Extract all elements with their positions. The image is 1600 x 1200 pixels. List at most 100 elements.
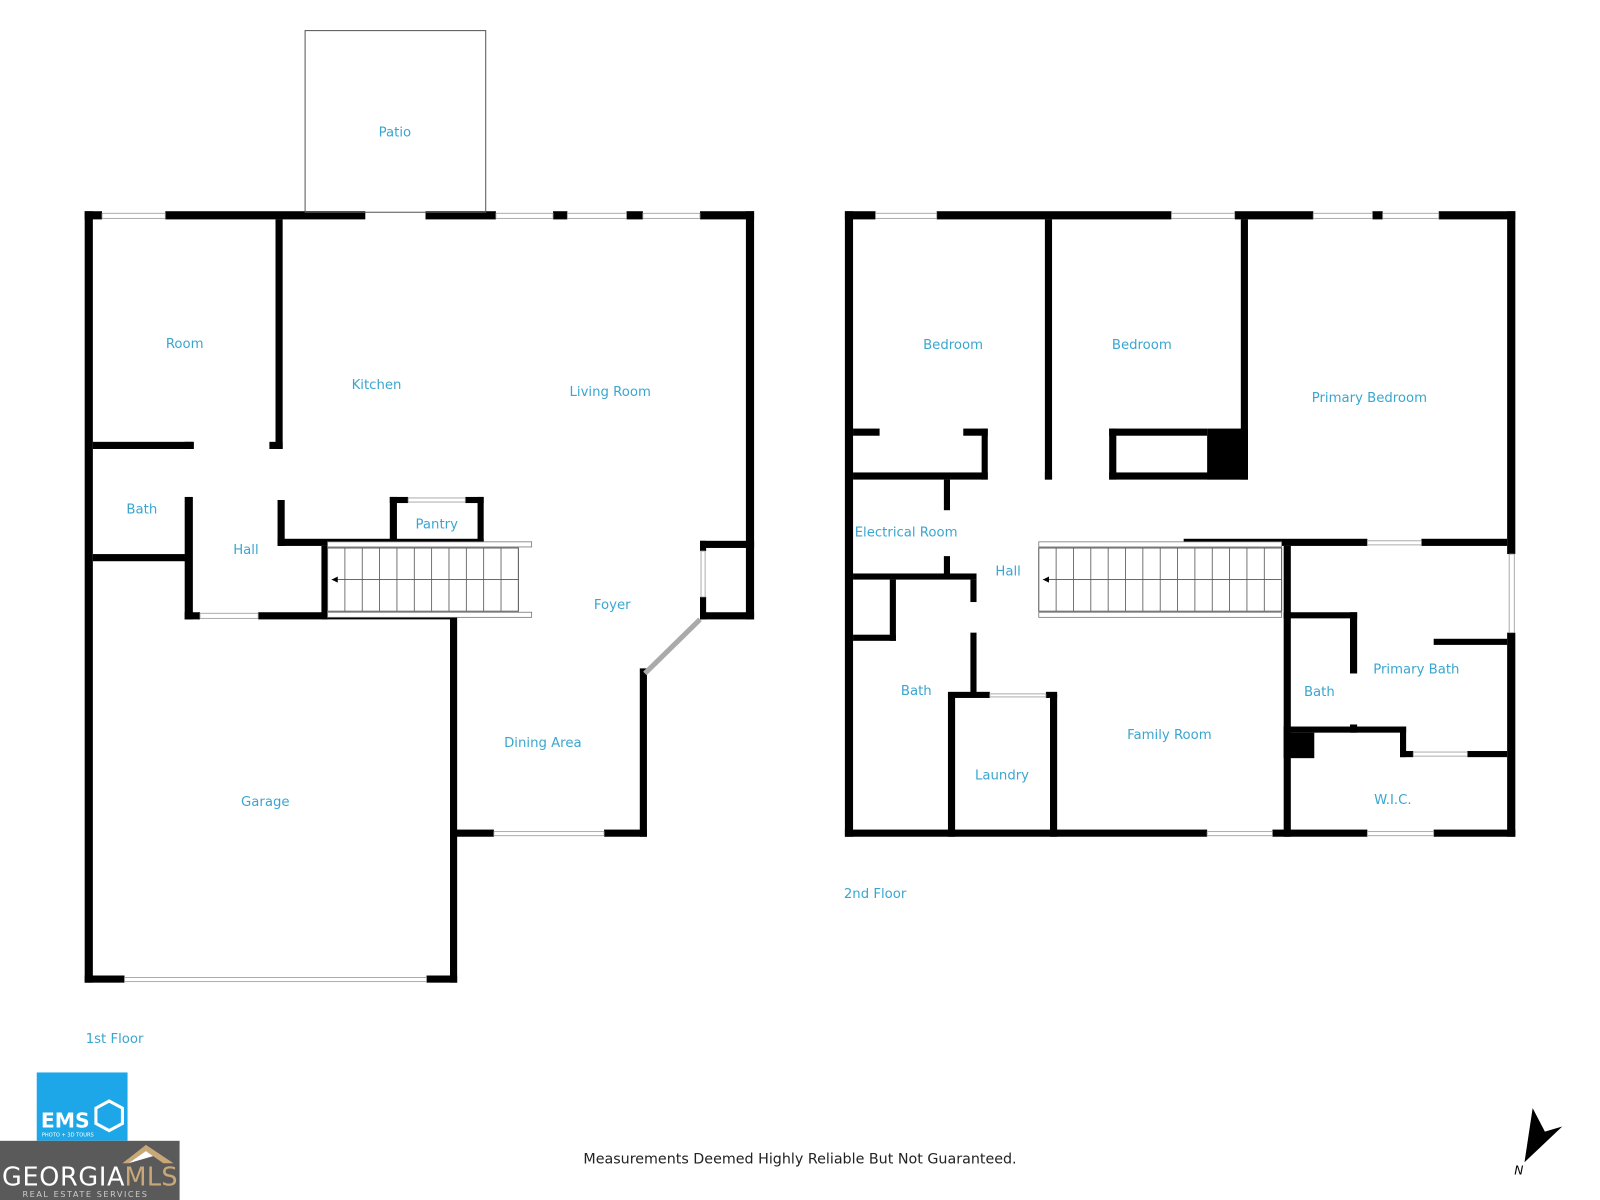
wall [604,829,647,837]
wall [1400,751,1414,758]
wall [936,211,1172,220]
compass-label: N [1514,1163,1523,1177]
window [1206,831,1273,837]
window [1171,212,1236,219]
window [566,212,627,219]
wall [1109,428,1117,480]
wall [947,693,956,837]
ems-logo: EMS PHOTO + 3D TOURS [36,1072,128,1141]
wall [92,554,192,562]
ems-logo-text: EMS [41,1109,90,1133]
room-label-garage: Garage [241,795,290,810]
wall [853,472,988,480]
wall [321,545,328,620]
wall [963,428,988,436]
wall [1234,211,1314,220]
room-label-dining-area: Dining Area [504,736,581,751]
wall [465,496,484,504]
entry-door [643,617,702,676]
room-label-kitchen: Kitchen [352,378,402,393]
wall [626,211,643,220]
floor1-labels: Patio Room Kitchen Living Room Bath Hall… [126,126,650,810]
window [495,212,554,219]
window [875,212,938,219]
wall [853,634,896,641]
room-label-wic: W.I.C. [1374,793,1411,808]
room-label-hall: Hall [233,543,258,558]
mls-logo-text-b: MLS [124,1163,177,1193]
window [1412,751,1468,757]
room-label-living-room: Living Room [570,385,651,400]
wall [92,441,194,449]
wall [700,596,707,620]
wall [1433,638,1508,645]
wall [1240,219,1248,480]
wall [84,211,93,983]
room-label-bath: Bath [126,502,157,517]
wall [1372,211,1383,220]
patio-outline [304,30,487,213]
wall [1109,428,1208,436]
room-label-hall: Hall [995,565,1020,580]
wall [269,441,283,449]
wall [1050,693,1058,837]
wall [745,211,755,620]
wall [853,428,880,436]
wall [700,540,755,548]
window [199,612,259,619]
wall [84,211,103,220]
floor2-title: 2nd Floor [844,887,907,902]
wall [970,632,977,694]
room-label-room: Room [166,337,204,352]
window [407,497,466,503]
room-label-bath: Bath [1304,685,1335,700]
wall [1438,211,1516,220]
window [1312,212,1373,219]
wall [700,612,755,620]
room-label-primary-bath: Primary Bath [1373,662,1459,677]
mls-logo-text-a: GEORGIA [2,1163,125,1193]
wall [1044,219,1053,480]
wall [1207,428,1248,480]
room-label-foyer: Foyer [594,598,631,613]
georgia-mls-logo: GEORGIA MLS REAL ESTATE SERVICES [0,1140,180,1200]
wall [184,441,193,449]
wall [477,496,484,546]
room-label-family-room: Family Room [1127,728,1212,743]
floor2-labels: Bedroom Bedroom Primary Bedroom Electric… [855,338,1460,808]
wall [450,829,494,837]
wall [844,829,1208,837]
room-label-laundry: Laundry [975,769,1029,784]
wall [970,579,977,603]
wall [943,479,950,511]
window [1366,831,1435,837]
window [989,693,1047,698]
wall [1507,632,1516,837]
wall [853,573,977,580]
wall [1109,472,1248,480]
wall [1044,472,1053,480]
wall [275,219,283,449]
room-label-primary-bedroom: Primary Bedroom [1312,391,1427,406]
window [1366,540,1422,546]
window [642,212,701,219]
wall [553,211,568,220]
walls [84,211,1516,983]
wall [450,612,458,983]
wall [1350,612,1358,674]
room-label-pantry: Pantry [416,518,459,533]
room-label-bath: Bath [901,684,932,699]
room-label-electrical-room: Electrical Room [855,526,958,541]
wall [1421,538,1508,546]
wall [1283,732,1315,759]
window [1382,212,1440,219]
wall [947,691,990,698]
room-label-bedroom: Bedroom [1112,338,1172,353]
windows-doors-stairs [101,212,1515,983]
window [124,977,427,983]
wall [1283,726,1407,733]
stair-direction-arrow-icon [331,576,338,583]
wall [981,428,988,480]
window [700,550,706,598]
